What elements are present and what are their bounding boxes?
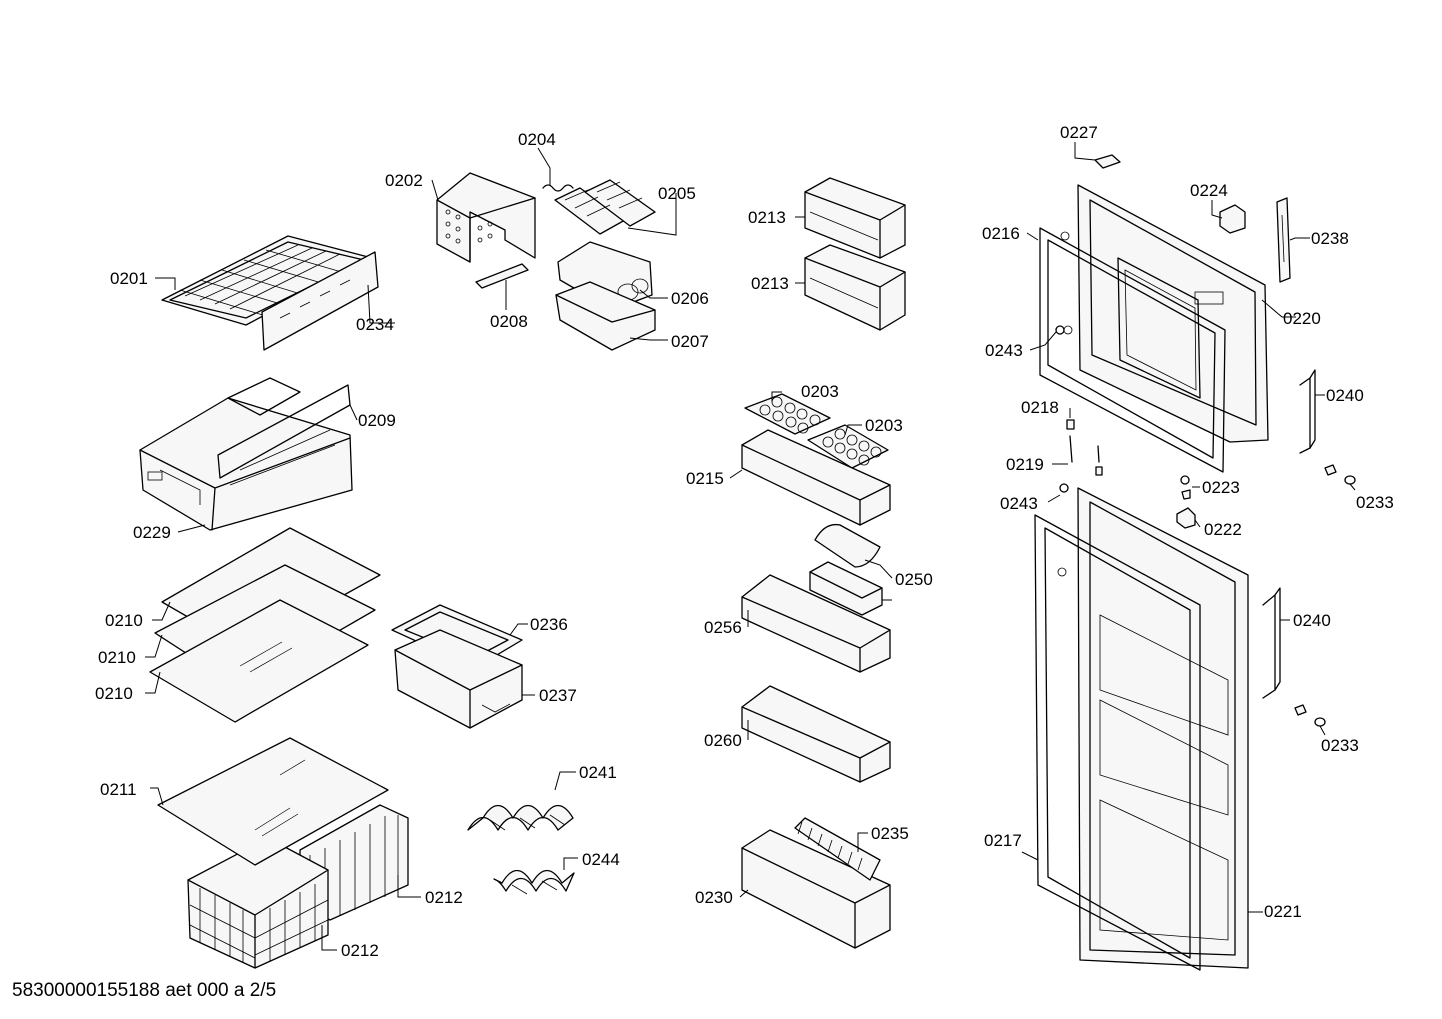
- label-0235: 0235: [871, 824, 909, 843]
- part-0219-pin: [1069, 435, 1103, 476]
- part-0203-egg-tray-2: [807, 424, 889, 469]
- label-0227: 0227: [1060, 123, 1098, 142]
- label-0222: 0222: [1204, 520, 1242, 539]
- label-0236: 0236: [530, 615, 568, 634]
- label-0213-a: 0213: [748, 208, 786, 227]
- leader-lines: [145, 142, 1356, 951]
- part-0244-insert: [493, 869, 575, 895]
- part-0238-hinge-cover: [1276, 197, 1291, 283]
- label-0230: 0230: [695, 888, 733, 907]
- part-0243-bearing-upper: [1055, 325, 1065, 335]
- part-0213-bin-2: [804, 244, 906, 331]
- label-0256: 0256: [704, 618, 742, 637]
- label-0234: 0234: [356, 315, 394, 334]
- label-0203-a: 0203: [801, 382, 839, 401]
- part-0260-bin: [741, 685, 891, 783]
- part-0207-ice-bin: [555, 281, 656, 351]
- label-0201: 0201: [110, 269, 148, 288]
- part-0221-fridge-door: [1077, 487, 1249, 969]
- part-0240-handle-lower: [1262, 587, 1281, 699]
- part-0250-dairy-lid: [814, 523, 881, 568]
- label-0221: 0221: [1264, 902, 1302, 921]
- part-0211-shelf: [157, 737, 389, 866]
- label-0243-b: 0243: [1000, 494, 1038, 513]
- label-0203-b: 0203: [865, 416, 903, 435]
- label-0223: 0223: [1202, 478, 1240, 497]
- label-0202: 0202: [385, 171, 423, 190]
- part-0202-housing: [436, 172, 536, 263]
- label-0250: 0250: [895, 570, 933, 589]
- label-0243-a: 0243: [985, 341, 1023, 360]
- label-0220: 0220: [1283, 309, 1321, 328]
- label-0204: 0204: [518, 130, 556, 149]
- label-0212-a: 0212: [425, 888, 463, 907]
- part-0210-shelf-3: [149, 599, 369, 723]
- label-0210-c: 0210: [95, 684, 133, 703]
- part-0204-clip: [542, 184, 574, 192]
- part-0224-cover: [1219, 204, 1246, 234]
- part-0220-freezer-door: [1077, 184, 1269, 443]
- part-0234-flap: [261, 251, 379, 351]
- part-0233-washer-upper: [1324, 464, 1356, 485]
- part-0208-strip: [475, 263, 529, 289]
- label-0260: 0260: [704, 731, 742, 750]
- label-0237: 0237: [539, 686, 577, 705]
- callout-labels: 0201 0202 0204 0205 0206 0207 0208 0234 …: [95, 123, 1394, 960]
- label-0244: 0244: [582, 850, 620, 869]
- part-0217-fridge-gasket: [1034, 514, 1201, 971]
- label-0233-b: 0233: [1321, 736, 1359, 755]
- part-0240-handle-upper: [1299, 369, 1316, 454]
- label-0218: 0218: [1021, 398, 1059, 417]
- part-0237-box: [394, 629, 523, 729]
- part-0230-bottle-bin: [741, 829, 891, 949]
- part-0205-ice-trays: [554, 179, 656, 235]
- label-0219: 0219: [1006, 455, 1044, 474]
- label-0240-b: 0240: [1293, 611, 1331, 630]
- part-0213-bin-1: [804, 177, 906, 259]
- label-0233-a: 0233: [1356, 493, 1394, 512]
- label-0216: 0216: [982, 224, 1020, 243]
- part-0256-bin: [741, 574, 891, 673]
- part-0250-dairy-box: [809, 561, 883, 616]
- label-0211: 0211: [100, 780, 137, 799]
- label-0229: 0229: [133, 523, 171, 542]
- label-0224: 0224: [1190, 181, 1228, 200]
- part-0203-egg-tray-1: [744, 393, 831, 435]
- part-0222-hinge: [1176, 507, 1196, 529]
- part-0218-bushing: [1066, 419, 1075, 430]
- label-0208: 0208: [490, 312, 528, 331]
- part-0206-chute: [557, 241, 653, 311]
- label-0206: 0206: [671, 289, 709, 308]
- label-0240-a: 0240: [1326, 386, 1364, 405]
- label-0241: 0241: [579, 763, 617, 782]
- label-0205: 0205: [658, 184, 696, 203]
- label-0212-b: 0212: [341, 941, 379, 960]
- document-reference: 58300000155188 aet 000 a 2/5: [12, 980, 277, 1001]
- label-0217: 0217: [984, 831, 1022, 850]
- label-0207: 0207: [671, 332, 709, 351]
- part-0241-insert: [467, 804, 574, 831]
- label-0210-a: 0210: [105, 611, 143, 630]
- part-0235-divider: [794, 817, 881, 881]
- part-0215-bin: [741, 429, 891, 526]
- part-0227-cap: [1094, 154, 1121, 169]
- label-0209: 0209: [358, 411, 396, 430]
- part-0243-bearing-lower: [1059, 483, 1069, 493]
- label-0213-b: 0213: [751, 274, 789, 293]
- part-0209-0229-drawer: [139, 377, 353, 531]
- label-0215: 0215: [686, 469, 724, 488]
- part-0233-washer-lower: [1294, 704, 1326, 727]
- part-0201-tray: [161, 235, 373, 326]
- label-0238: 0238: [1311, 229, 1349, 248]
- part-0223-bush: [1180, 475, 1191, 500]
- label-0210-b: 0210: [98, 648, 136, 667]
